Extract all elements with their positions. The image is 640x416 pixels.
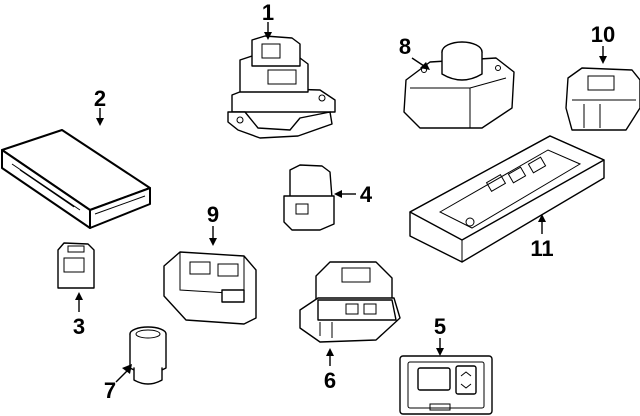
part-1-shift-switch-assembly	[227, 35, 336, 139]
callout-10: 10	[591, 22, 615, 47]
callout-2: 2	[94, 86, 106, 111]
part-11-control-panel	[409, 135, 605, 263]
part-9-switch	[163, 251, 257, 325]
callout-9: 9	[207, 202, 219, 227]
callout-3: 3	[73, 314, 85, 339]
part-4-switch	[283, 164, 335, 231]
callout-4: 4	[360, 182, 373, 207]
callout-7: 7	[104, 378, 116, 403]
part-5-display-panel	[399, 355, 493, 415]
callout-1: 1	[262, 0, 274, 25]
part-10-switch	[565, 67, 640, 131]
leader-lines	[75, 22, 607, 383]
part-8-rotary-controller	[403, 41, 515, 129]
part-2-control-module	[1, 129, 151, 229]
callout-numbers: 1 2 3 4 5 6 7 8 9 10 11	[73, 0, 615, 403]
part-7-push-switch	[129, 326, 167, 385]
callout-5: 5	[434, 314, 446, 339]
part-6-switch-assembly	[299, 261, 401, 343]
callout-8: 8	[399, 34, 411, 59]
callout-11: 11	[530, 236, 553, 261]
callout-6: 6	[324, 368, 336, 393]
part-3-switch	[57, 242, 95, 289]
